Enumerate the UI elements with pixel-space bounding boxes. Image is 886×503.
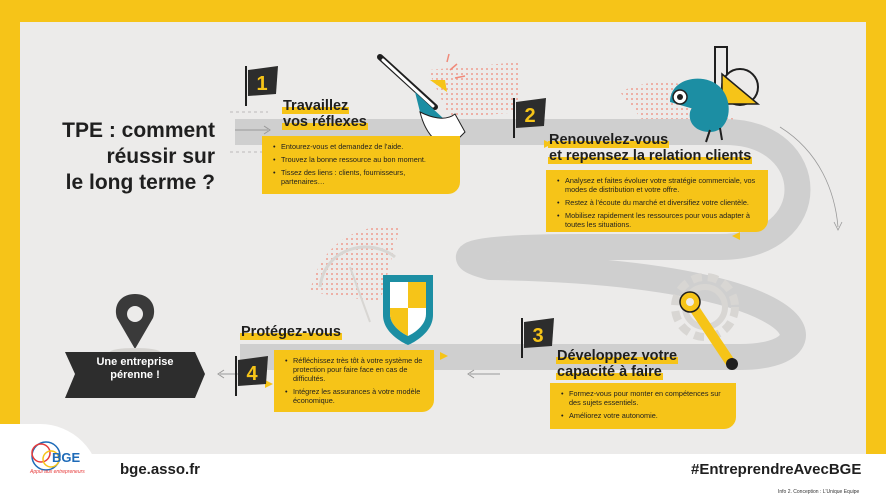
content-card: 1 2 3 4 TPE : comment réussir sur le lo	[20, 22, 866, 454]
flag-icon: 1	[245, 66, 278, 106]
dotted-pattern-umbrella	[310, 226, 400, 302]
step-2-box: Analysez et faites évoluer votre stratég…	[546, 170, 768, 232]
step-1-bullet: Tissez des liens : clients, fournisseurs…	[273, 168, 411, 186]
step-2-title: Renouvelez-vous et repensez la relation …	[548, 132, 753, 164]
step-4-bullet: Réfléchissez très tôt à votre système de…	[285, 356, 424, 383]
credits-text: Info 2. Conception : L'Unique Equipe	[778, 489, 860, 495]
flag-icon: 3	[521, 318, 554, 358]
flag-number-3: 3	[532, 325, 543, 347]
map-pin-icon	[115, 294, 155, 349]
title-line-2: réussir sur	[106, 145, 215, 168]
step-2-bullet: Restez à l'écoute du marché et diversifi…	[557, 198, 758, 207]
logo-tagline: Appui aux entrepreneurs	[30, 469, 85, 475]
bge-logo-icon	[31, 441, 61, 471]
step-3-title: Développez votre capacité à faire	[556, 348, 679, 380]
step-4-box: Réfléchissez très tôt à votre système de…	[274, 350, 434, 412]
flag-icon: 4	[235, 356, 268, 396]
flag-number-2: 2	[524, 105, 535, 127]
step-3-bullet: Formez-vous pour monter en compétences s…	[561, 389, 726, 407]
destination-label: Une entreprise pérenne !	[96, 356, 174, 381]
title-line-3: le long terme ?	[65, 171, 215, 194]
flag-number-4: 4	[246, 363, 258, 385]
step-1-title: Travaillez vos réflexes	[282, 98, 368, 130]
step-2-bullet: Mobilisez rapidement les ressources pour…	[557, 211, 758, 229]
logo-text: BGE	[52, 450, 81, 465]
step-3-box: Formez-vous pour monter en compétences s…	[550, 383, 736, 429]
title-line-1: TPE : comment	[62, 119, 215, 142]
step-4-bullet: Intégrez les assurances à votre modèle é…	[285, 387, 424, 405]
destination-ribbon	[65, 352, 205, 398]
step-1-bullet: Trouvez la bonne ressource au bon moment…	[273, 155, 450, 164]
chameleon-icon	[670, 46, 761, 143]
hashtag: #EntreprendreAvecBGE	[691, 461, 862, 478]
step-4-title: Protégez-vous	[240, 324, 342, 340]
step-2-bullet: Analysez et faites évoluer votre stratég…	[557, 176, 758, 194]
wrench-icon	[679, 291, 738, 370]
website-link[interactable]: bge.asso.fr	[120, 461, 201, 478]
step-1-box: Entourez-vous et demandez de l'aide. Tro…	[262, 136, 460, 194]
umbrella-icon	[318, 245, 396, 323]
step-1-bullet: Entourez-vous et demandez de l'aide.	[273, 142, 450, 151]
shield-icon	[383, 275, 433, 345]
page-title: TPE : comment réussir sur le long terme …	[40, 118, 215, 196]
flag-number-1: 1	[256, 73, 267, 95]
flag-icon: 2	[513, 98, 546, 138]
step-3-bullet: Améliorez votre autonomie.	[561, 411, 726, 420]
road-illustration: 1 2 3 4	[65, 46, 843, 400]
footer-bar	[0, 454, 886, 503]
